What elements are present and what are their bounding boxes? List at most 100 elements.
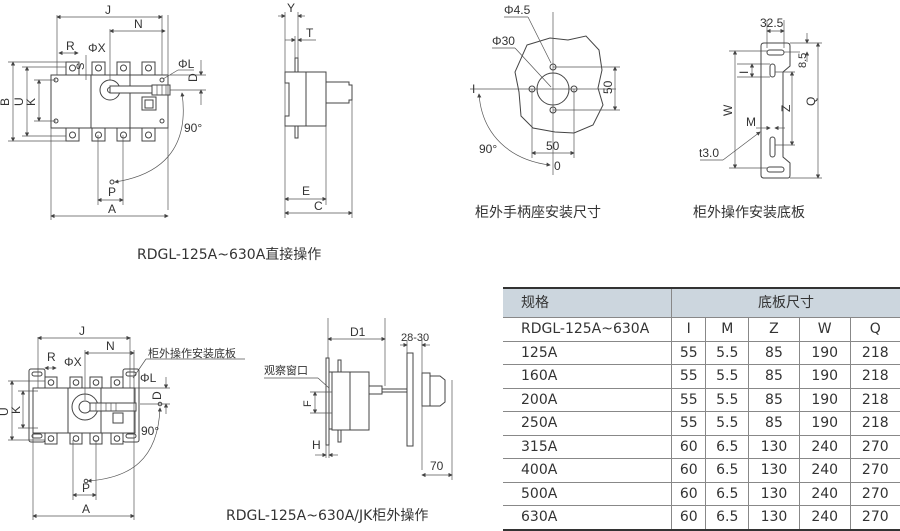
- cell-I: 60: [672, 435, 706, 459]
- dim-label-T: T: [306, 26, 314, 40]
- dim-label-phiL: ΦL: [140, 371, 157, 385]
- cell-M: 5.5: [706, 341, 749, 365]
- cell-spec: 400A: [503, 459, 672, 483]
- dim-label-N: N: [134, 17, 143, 31]
- cell-Q: 218: [850, 412, 900, 436]
- cell-M: 5.5: [706, 365, 749, 389]
- cell-Q: 270: [850, 459, 900, 483]
- table-header-row: 规格 底板尺寸: [503, 288, 900, 318]
- dim-label-70: 70: [430, 459, 444, 473]
- cell-Z: 130: [749, 506, 800, 530]
- caption-base-plate: 柜外操作安装底板: [693, 202, 805, 222]
- angle-label: 90°: [184, 121, 202, 135]
- dim-label-P: P: [108, 185, 116, 199]
- dim-label-A: A: [108, 202, 116, 216]
- dim-label-phiX: ΦX: [88, 41, 106, 55]
- callout-base-plate: 柜外操作安装底板: [148, 346, 236, 360]
- caption-external-operation: RDGL-125A~630A/JK柜外操作: [226, 505, 428, 525]
- cell-Q: 270: [850, 435, 900, 459]
- cell-spec: 125A: [503, 341, 672, 365]
- dim-label-32-5: 32.5: [760, 16, 784, 30]
- dim-label-phiL: ΦL: [178, 57, 195, 71]
- dim-label-Y: Y: [287, 1, 295, 15]
- dim-label-A: A: [82, 502, 90, 516]
- cell-W: 240: [799, 459, 850, 483]
- handle-seat-drawing: 50 50 Φ4.5 Φ30 I 90° 0: [470, 3, 620, 175]
- col-Z: Z: [749, 318, 800, 342]
- dim-label-J: J: [105, 3, 111, 17]
- cell-W: 190: [799, 341, 850, 365]
- cell-W: 240: [799, 482, 850, 506]
- cell-spec: 315A: [503, 435, 672, 459]
- cell-Z: 85: [749, 341, 800, 365]
- dim-label-phiX: ΦX: [64, 355, 82, 369]
- dim-label-N: N: [106, 339, 115, 353]
- cell-I: 60: [672, 459, 706, 483]
- dim-label-H: H: [312, 438, 321, 452]
- cell-M: 5.5: [706, 388, 749, 412]
- cell-spec: 630A: [503, 506, 672, 530]
- cell-spec: 160A: [503, 365, 672, 389]
- dim-label-50-vertical: 50: [601, 80, 615, 94]
- dim-label-J: J: [79, 324, 85, 338]
- cell-M: 5.5: [706, 412, 749, 436]
- terminals-bottom: [45, 433, 123, 444]
- dim-label-R: R: [47, 350, 56, 364]
- label-observation-window: 观察窗口: [264, 363, 308, 377]
- angle-label: 90°: [141, 424, 159, 438]
- cell-spec: 200A: [503, 388, 672, 412]
- dim-label-Q: Q: [804, 97, 818, 106]
- cell-M: 6.5: [706, 506, 749, 530]
- cell-Z: 85: [749, 388, 800, 412]
- dim-label-phi45: Φ4.5: [504, 3, 531, 17]
- cell-Z: 130: [749, 459, 800, 483]
- external-side-view: D1 28-30 观察窗口 F H 70: [264, 318, 452, 480]
- axis-label-I: I: [472, 82, 475, 96]
- caption-handle-seat: 柜外手柄座安装尺寸: [475, 202, 601, 222]
- col-M: M: [706, 318, 749, 342]
- handle-lever: [110, 86, 155, 93]
- dim-label-B: B: [0, 98, 12, 106]
- dim-label-K: K: [24, 98, 38, 106]
- dim-label-D: D: [150, 391, 164, 400]
- cell-spec: 250A: [503, 412, 672, 436]
- dim-label-28-30: 28-30: [401, 332, 429, 344]
- cell-I: 60: [672, 506, 706, 530]
- dim-label-F: F: [302, 400, 314, 407]
- dim-label-E: E: [302, 184, 310, 198]
- cell-Q: 218: [850, 388, 900, 412]
- cell-I: 55: [672, 388, 706, 412]
- cell-Q: 218: [850, 341, 900, 365]
- cell-I: 55: [672, 365, 706, 389]
- dim-label-D: D: [186, 73, 200, 82]
- base-plate-drawing: 32.5 8.5 I Z Q W M t3.0: [699, 16, 822, 178]
- dim-label-R: R: [66, 39, 75, 53]
- cell-I: 55: [672, 341, 706, 365]
- col-W: W: [799, 318, 850, 342]
- cell-M: 6.5: [706, 482, 749, 506]
- dim-label-Z: Z: [779, 105, 793, 112]
- dim-label-M: M: [746, 115, 756, 129]
- header-base-plate-size: 底板尺寸: [672, 288, 900, 318]
- cell-W: 190: [799, 365, 850, 389]
- dim-label-W: W: [721, 104, 735, 116]
- dim-label-8-5: 8.5: [797, 53, 809, 68]
- panel-door: [407, 353, 413, 446]
- dim-label-I: I: [737, 71, 751, 74]
- dim-label-phi30: Φ30: [492, 34, 515, 48]
- col-I: I: [672, 318, 706, 342]
- cell-I: 55: [672, 412, 706, 436]
- cell-W: 240: [799, 435, 850, 459]
- external-front-view: J N R ΦX ΦL 柜外操作安装底板 D U K 90° P A: [0, 324, 245, 520]
- cell-M: 6.5: [706, 435, 749, 459]
- cell-Q: 270: [850, 506, 900, 530]
- dim-label-S: S: [75, 63, 87, 70]
- direct-side-view: Y T E C: [278, 1, 352, 218]
